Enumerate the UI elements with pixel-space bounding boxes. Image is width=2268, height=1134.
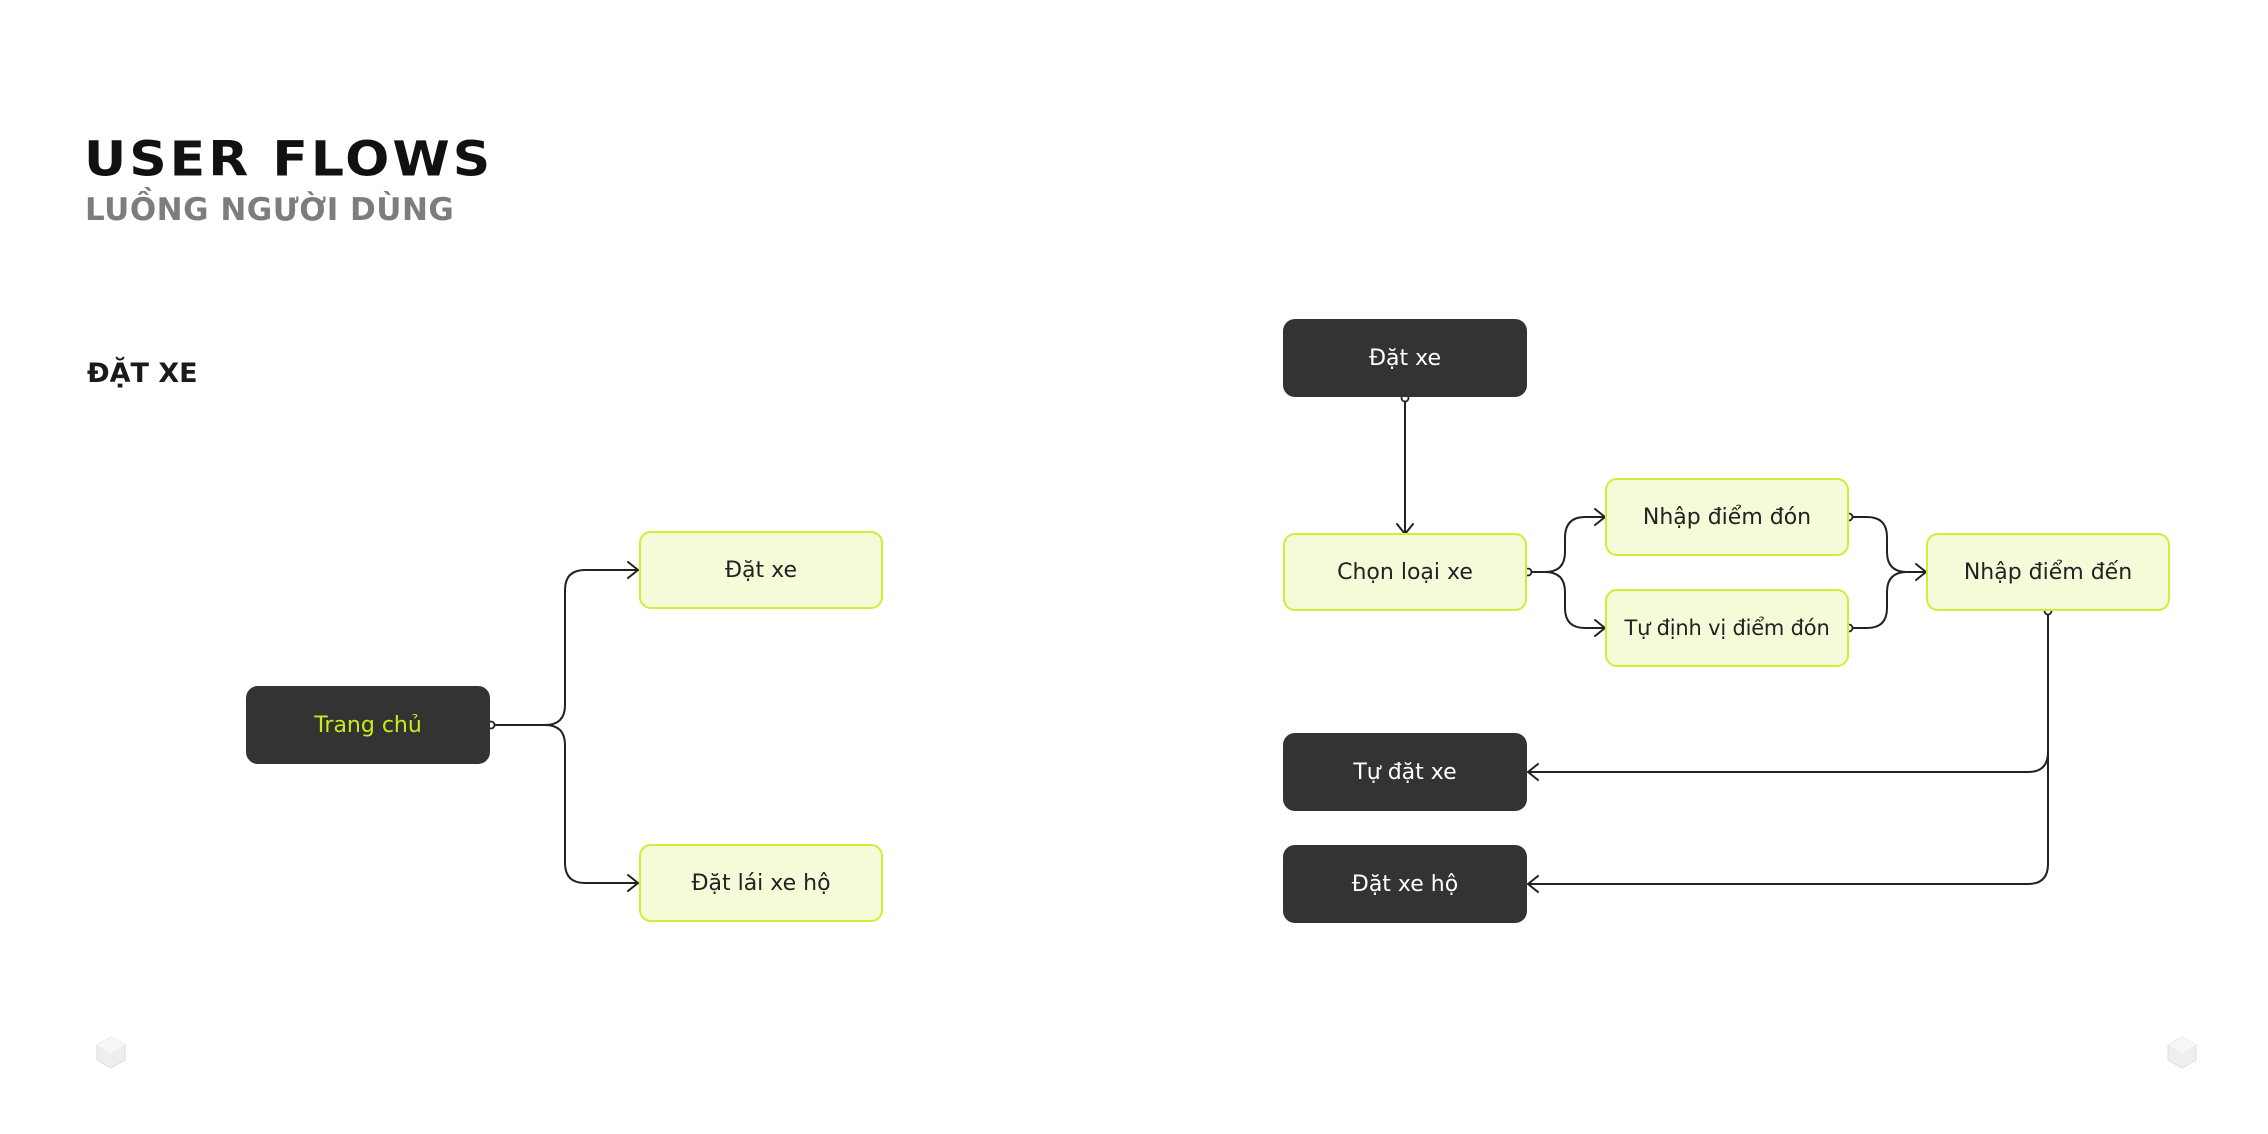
edge-nhapdiemden-datxeho bbox=[1527, 751, 2049, 885]
node-nhap-diem-don[interactable]: Nhập điểm đón bbox=[1605, 478, 1849, 556]
page-subtitle: LUỒNG NGƯỜI DÙNG bbox=[85, 192, 455, 228]
node-chon-loai-xe[interactable]: Chọn loại xe bbox=[1283, 533, 1527, 611]
edge-chonloaixe-nhapdiemdon bbox=[1526, 516, 1606, 573]
edge-chonloaixe-tudinhvi bbox=[1544, 571, 1606, 629]
node-tu-dat-xe[interactable]: Tự đặt xe bbox=[1283, 733, 1527, 811]
node-trang-chu[interactable]: Trang chủ bbox=[246, 686, 490, 764]
edge-trangchu-datxe bbox=[489, 569, 639, 726]
arrow-datxeho bbox=[1527, 875, 1539, 893]
page-badge-right-icon bbox=[2167, 1036, 2197, 1069]
edge-nhapdiemdon-nhapdiemden bbox=[1849, 516, 1927, 573]
edge-tudinhvi-nhapdiemden bbox=[1849, 571, 1908, 629]
section-heading: ĐẶT XE bbox=[87, 358, 198, 389]
arrow-datlaixeho bbox=[627, 874, 639, 892]
arrow-tudatxe bbox=[1527, 763, 1539, 781]
edge-trangchu-datlaixeho bbox=[544, 724, 639, 884]
arrow-datxe-left bbox=[627, 561, 639, 579]
node-dat-lai-xe-ho[interactable]: Đặt lái xe hộ bbox=[639, 844, 883, 922]
node-dat-xe-right[interactable]: Đặt xe bbox=[1283, 319, 1527, 397]
node-dat-xe-left[interactable]: Đặt xe bbox=[639, 531, 883, 609]
page-badge-left-icon bbox=[96, 1036, 126, 1069]
node-dat-xe-ho[interactable]: Đặt xe hộ bbox=[1283, 845, 1527, 923]
node-tu-dinh-vi-diem-don[interactable]: Tự định vị điểm đón bbox=[1605, 589, 1849, 667]
page-title: USER FLOWS bbox=[84, 132, 494, 188]
node-nhap-diem-den[interactable]: Nhập điểm đến bbox=[1926, 533, 2170, 611]
